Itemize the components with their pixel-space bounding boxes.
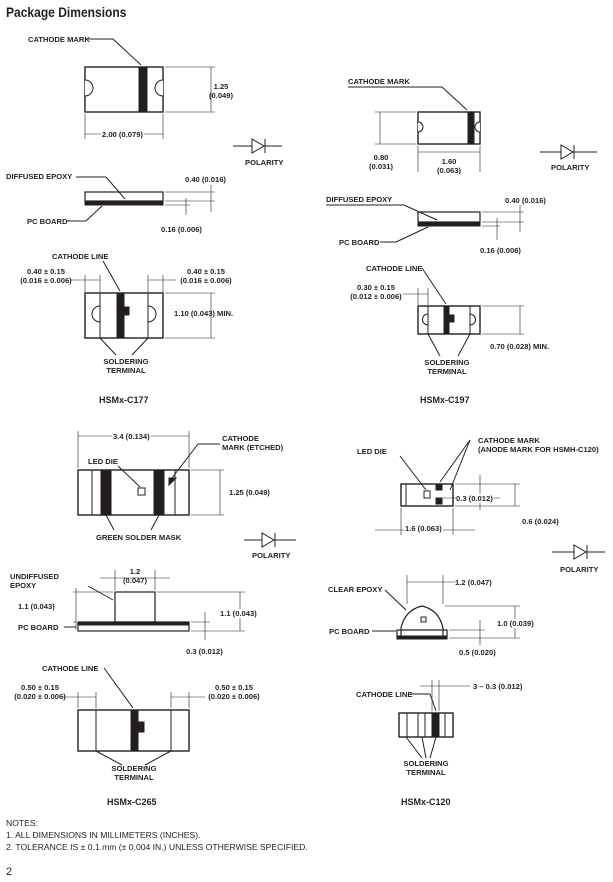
c265-package-name: HSMx-C265	[107, 797, 157, 807]
c197-diffused-epoxy-label: DIFFUSED EPOXY	[326, 195, 393, 204]
c120-side-view	[372, 575, 520, 645]
page-title: Package Dimensions	[6, 4, 127, 20]
c197-package-name: HSMx-C197	[420, 395, 470, 405]
c177-cathode-mark-label: CATHODE MARK	[28, 35, 90, 44]
c265-bottom-view	[62, 667, 205, 766]
c265-dome-width-label: 1.2(0.047)	[122, 567, 148, 585]
c265-top-view	[77, 431, 224, 531]
c120-pc-board-label: PC BOARD	[329, 627, 370, 636]
c120-total-height-label: 1.0 (0.039)	[497, 619, 534, 628]
c265-cathode-line-label: CATHODE LINE	[42, 664, 99, 673]
c197-epoxy-thickness-label: 0.40 (0.016)	[505, 196, 546, 205]
c197-top-view	[348, 86, 481, 172]
c265-terminal-right-label: 0.50 ± 0.15(0.020 ± 0.006)	[208, 683, 260, 701]
c120-cathode-mark-label: CATHODE MARK(ANODE MARK FOR HSMH-C120)	[478, 436, 599, 454]
c177-diffused-epoxy-label: DIFFUSED EPOXY	[6, 172, 73, 181]
c265-polarity-symbol	[244, 532, 296, 548]
c177-height-label: 1.25(0.049)	[208, 82, 234, 100]
c197-terminal-label: 0.30 ± 0.15(0.012 ± 0.006)	[350, 283, 402, 301]
note-1: 1. ALL DIMENSIONS IN MILLIMETERS (INCHES…	[6, 830, 201, 840]
c120-cathode-line-label: CATHODE LINE	[356, 690, 413, 699]
c265-left-height-label: 1.1 (0.043)	[18, 602, 55, 611]
c197-min-height-label: 0.70 (0.028) MIN.	[490, 342, 550, 351]
c197-height-label: 0.80(0.031)	[368, 153, 394, 171]
c265-side-view	[64, 570, 245, 640]
c197-cathode-line-label: CATHODE LINE	[366, 264, 423, 273]
c265-green-solder-mask-label: GREEN SOLDER MASK	[96, 533, 182, 542]
c177-side-view	[67, 176, 215, 222]
c197-pc-board-label: PC BOARD	[339, 238, 380, 247]
c177-min-height-label: 1.10 (0.043) MIN.	[174, 309, 234, 318]
c120-height-label: 0.6 (0.024)	[522, 517, 559, 526]
c265-terminal-left-label: 0.50 ± 0.15(0.020 ± 0.006)	[14, 683, 66, 701]
c177-top-view	[84, 38, 215, 139]
c177-polarity-label: POLARITY	[245, 158, 284, 167]
notes-heading: NOTES:	[6, 818, 38, 828]
c197-cathode-mark-label: CATHODE MARK	[348, 77, 410, 86]
note-2: 2. TOLERANCE IS ± 0.1 mm (± 0.004 IN.) U…	[6, 842, 308, 852]
c265-width-label: 3.4 (0.134)	[112, 432, 151, 441]
c177-bottom-view	[70, 260, 215, 356]
c177-pc-board-label: PC BOARD	[27, 217, 68, 226]
c120-bottom-view	[398, 680, 470, 759]
c177-width-label: 2.00 (0.079)	[101, 130, 144, 139]
c120-package-name: HSMx-C120	[401, 797, 451, 807]
c177-board-thickness-label: 0.16 (0.006)	[161, 225, 202, 234]
page-number: 2	[6, 866, 13, 878]
c197-bottom-view	[403, 267, 524, 357]
c120-width-label: 1.6 (0.063)	[404, 524, 443, 533]
c120-polarity-symbol	[552, 544, 605, 560]
c265-board-thickness-label: 0.3 (0.012)	[186, 647, 223, 656]
c197-side-view	[326, 204, 524, 243]
c265-polarity-label: POLARITY	[252, 551, 291, 560]
c120-polarity-label: POLARITY	[560, 565, 599, 574]
notes: NOTES: 1. ALL DIMENSIONS IN MILLIMETERS …	[6, 817, 308, 853]
c177-package-name: HSMx-C177	[99, 395, 149, 405]
c120-dome-width-label: 1.2 (0.047)	[455, 578, 492, 587]
c177-terminal-left-label: 0.40 ± 0.15(0.016 ± 0.006)	[20, 267, 72, 285]
c120-board-thickness-label: 0.5 (0.020)	[459, 648, 496, 657]
c120-top-view	[375, 439, 520, 535]
c120-clear-epoxy-label: CLEAR EPOXY	[328, 585, 383, 594]
c177-epoxy-thickness-label: 0.40 (0.016)	[185, 175, 226, 184]
c120-led-die-label: LED DIE	[357, 447, 387, 456]
c197-width-label: 1.60(0.063)	[436, 157, 462, 175]
c120-terminal-label: 3 – 0.3 (0.012)	[473, 682, 523, 691]
c197-polarity-symbol	[540, 144, 597, 160]
c177-cathode-line-label: CATHODE LINE	[52, 252, 109, 261]
c265-led-die-label: LED DIE	[88, 457, 118, 466]
c265-pc-board-label: PC BOARD	[18, 623, 59, 632]
c197-polarity-label: POLARITY	[551, 163, 590, 172]
c177-terminal-right-label: 0.40 ± 0.15(0.016 ± 0.006)	[180, 267, 232, 285]
c265-height-label: 1.25 (0.049)	[229, 488, 270, 497]
c120-die-height-label: 0.3 (0.012)	[456, 494, 493, 503]
c265-right-height-label: 1.1 (0.043)	[220, 609, 257, 618]
c197-board-thickness-label: 0.16 (0.006)	[480, 246, 521, 255]
c177-polarity-symbol	[233, 138, 282, 154]
